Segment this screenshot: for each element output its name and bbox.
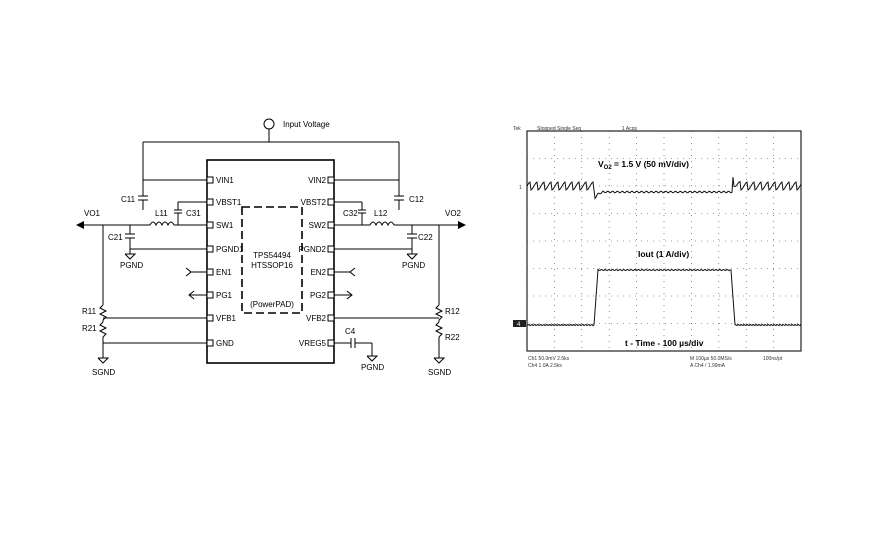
right-pins: VIN2 VBST2 SW2 PGND2 EN2 PG2 VFB2 VREG5 <box>298 176 335 348</box>
scope-status-acqs: 1 Acqs <box>622 126 638 132</box>
pin-box <box>206 339 214 347</box>
sgnd-left-label: SGND <box>92 368 115 377</box>
pin-box <box>206 176 214 184</box>
vout-label: VO2 = 1.5 V (50 mV/div) <box>598 159 689 171</box>
r22-label: R22 <box>445 333 460 342</box>
pin-label: PG2 <box>310 291 327 300</box>
pin-box <box>206 198 214 206</box>
l11-label: L11 <box>155 209 168 218</box>
sgnd-right-label: SGND <box>428 368 451 377</box>
l12-label: L12 <box>374 209 388 218</box>
ic-package-label: HTSSOP16 <box>251 261 293 270</box>
pin-label: SW2 <box>309 221 327 230</box>
pgnd-left-label: PGND <box>120 261 143 270</box>
input-voltage-label: Input Voltage <box>283 120 330 129</box>
vo2-label: VO2 <box>445 209 462 218</box>
pin-box <box>206 268 214 276</box>
oscilloscope-capture: Tek Stopped Single Seq 1 Acqs 1 4 VO2 = … <box>513 126 802 369</box>
pin-box <box>327 314 335 322</box>
time-label: t - Time - 100 µs/div <box>625 338 704 348</box>
input-voltage-terminal: Input Voltage <box>143 118 399 143</box>
pin-label: VIN2 <box>308 176 326 185</box>
powerpad-label: (PowerPAD) <box>250 300 294 309</box>
pin-label: VIN1 <box>216 176 234 185</box>
pin-box <box>327 339 335 347</box>
ch1-marker: 1 <box>519 185 522 191</box>
powerpad-outline <box>241 206 303 314</box>
pin-label: VREG5 <box>299 339 327 348</box>
pin-label: VFB2 <box>306 314 327 323</box>
pgnd-c4-label: PGND <box>361 363 384 372</box>
right-wiring: C12 C32 L12 VO2 C22 PGND <box>334 142 466 377</box>
pin-box <box>327 221 335 229</box>
scope-status-resolution: 100ns/pt <box>763 356 783 362</box>
vout-label-v: V <box>598 159 604 169</box>
iout-label: Iout (1 A/div) <box>638 249 689 259</box>
ic-part-label: TPS54494 <box>253 251 291 260</box>
pin-label: VBST1 <box>216 198 242 207</box>
pin-label: VBST2 <box>301 198 327 207</box>
scope-status-ch1: Ch1 50.0mV 2.5ks <box>528 356 570 362</box>
ic-body <box>206 159 335 364</box>
scope-status-trigger: A Ch4 / 1.99mA <box>690 363 726 369</box>
pin-box <box>327 198 335 206</box>
pgnd-right-label: PGND <box>402 261 425 270</box>
c32-label: C32 <box>343 209 358 218</box>
r11-label: R11 <box>82 307 97 316</box>
pin-label: PGND1 <box>216 245 244 254</box>
ch4-marker-box <box>513 320 526 327</box>
scope-status-mode: Stopped Single Seq <box>537 126 581 132</box>
pin-box <box>206 314 214 322</box>
ch4-marker: 4 <box>517 322 521 328</box>
pin-box <box>206 221 214 229</box>
pin-box <box>327 291 335 299</box>
scope-grid <box>527 131 801 351</box>
scope-status-ch4: Ch4 1.0A 2.5ks <box>528 363 562 369</box>
scope-status-timebase: M 100µs 50.0MS/s <box>690 356 732 362</box>
pin-box <box>206 245 214 253</box>
vout-label-rest: = 1.5 V (50 mV/div) <box>612 159 689 169</box>
pin-box <box>327 268 335 276</box>
c31-label: C31 <box>186 209 201 218</box>
vout-trace <box>526 177 802 200</box>
pin-label: SW1 <box>216 221 234 230</box>
vout-label-sub: O2 <box>604 165 613 171</box>
c12-label: C12 <box>409 195 424 204</box>
left-wiring: C11 C31 L11 VO1 C21 PGND <box>76 142 207 377</box>
pin-label: EN2 <box>310 268 326 277</box>
iout-trace <box>526 268 802 327</box>
vo1-label: VO1 <box>84 209 101 218</box>
c21-label: C21 <box>108 233 123 242</box>
pin-label: GND <box>216 339 234 348</box>
pin-label: EN1 <box>216 268 232 277</box>
pin-label: PG1 <box>216 291 233 300</box>
r12-label: R12 <box>445 307 460 316</box>
pin-label: PGND2 <box>298 245 326 254</box>
schematic: TPS54494 HTSSOP16 (PowerPAD) VIN1 VBST1 … <box>76 118 466 377</box>
pin-box <box>327 176 335 184</box>
scope-status-tek: Tek <box>513 126 521 132</box>
pin-box <box>206 291 214 299</box>
c22-label: C22 <box>418 233 433 242</box>
left-pins: VIN1 VBST1 SW1 PGND1 EN1 PG1 VFB1 GND <box>206 176 244 348</box>
r21-label: R21 <box>82 324 97 333</box>
c11-label: C11 <box>121 195 136 204</box>
pin-label: VFB1 <box>216 314 237 323</box>
c4-label: C4 <box>345 327 356 336</box>
pin-box <box>327 245 335 253</box>
